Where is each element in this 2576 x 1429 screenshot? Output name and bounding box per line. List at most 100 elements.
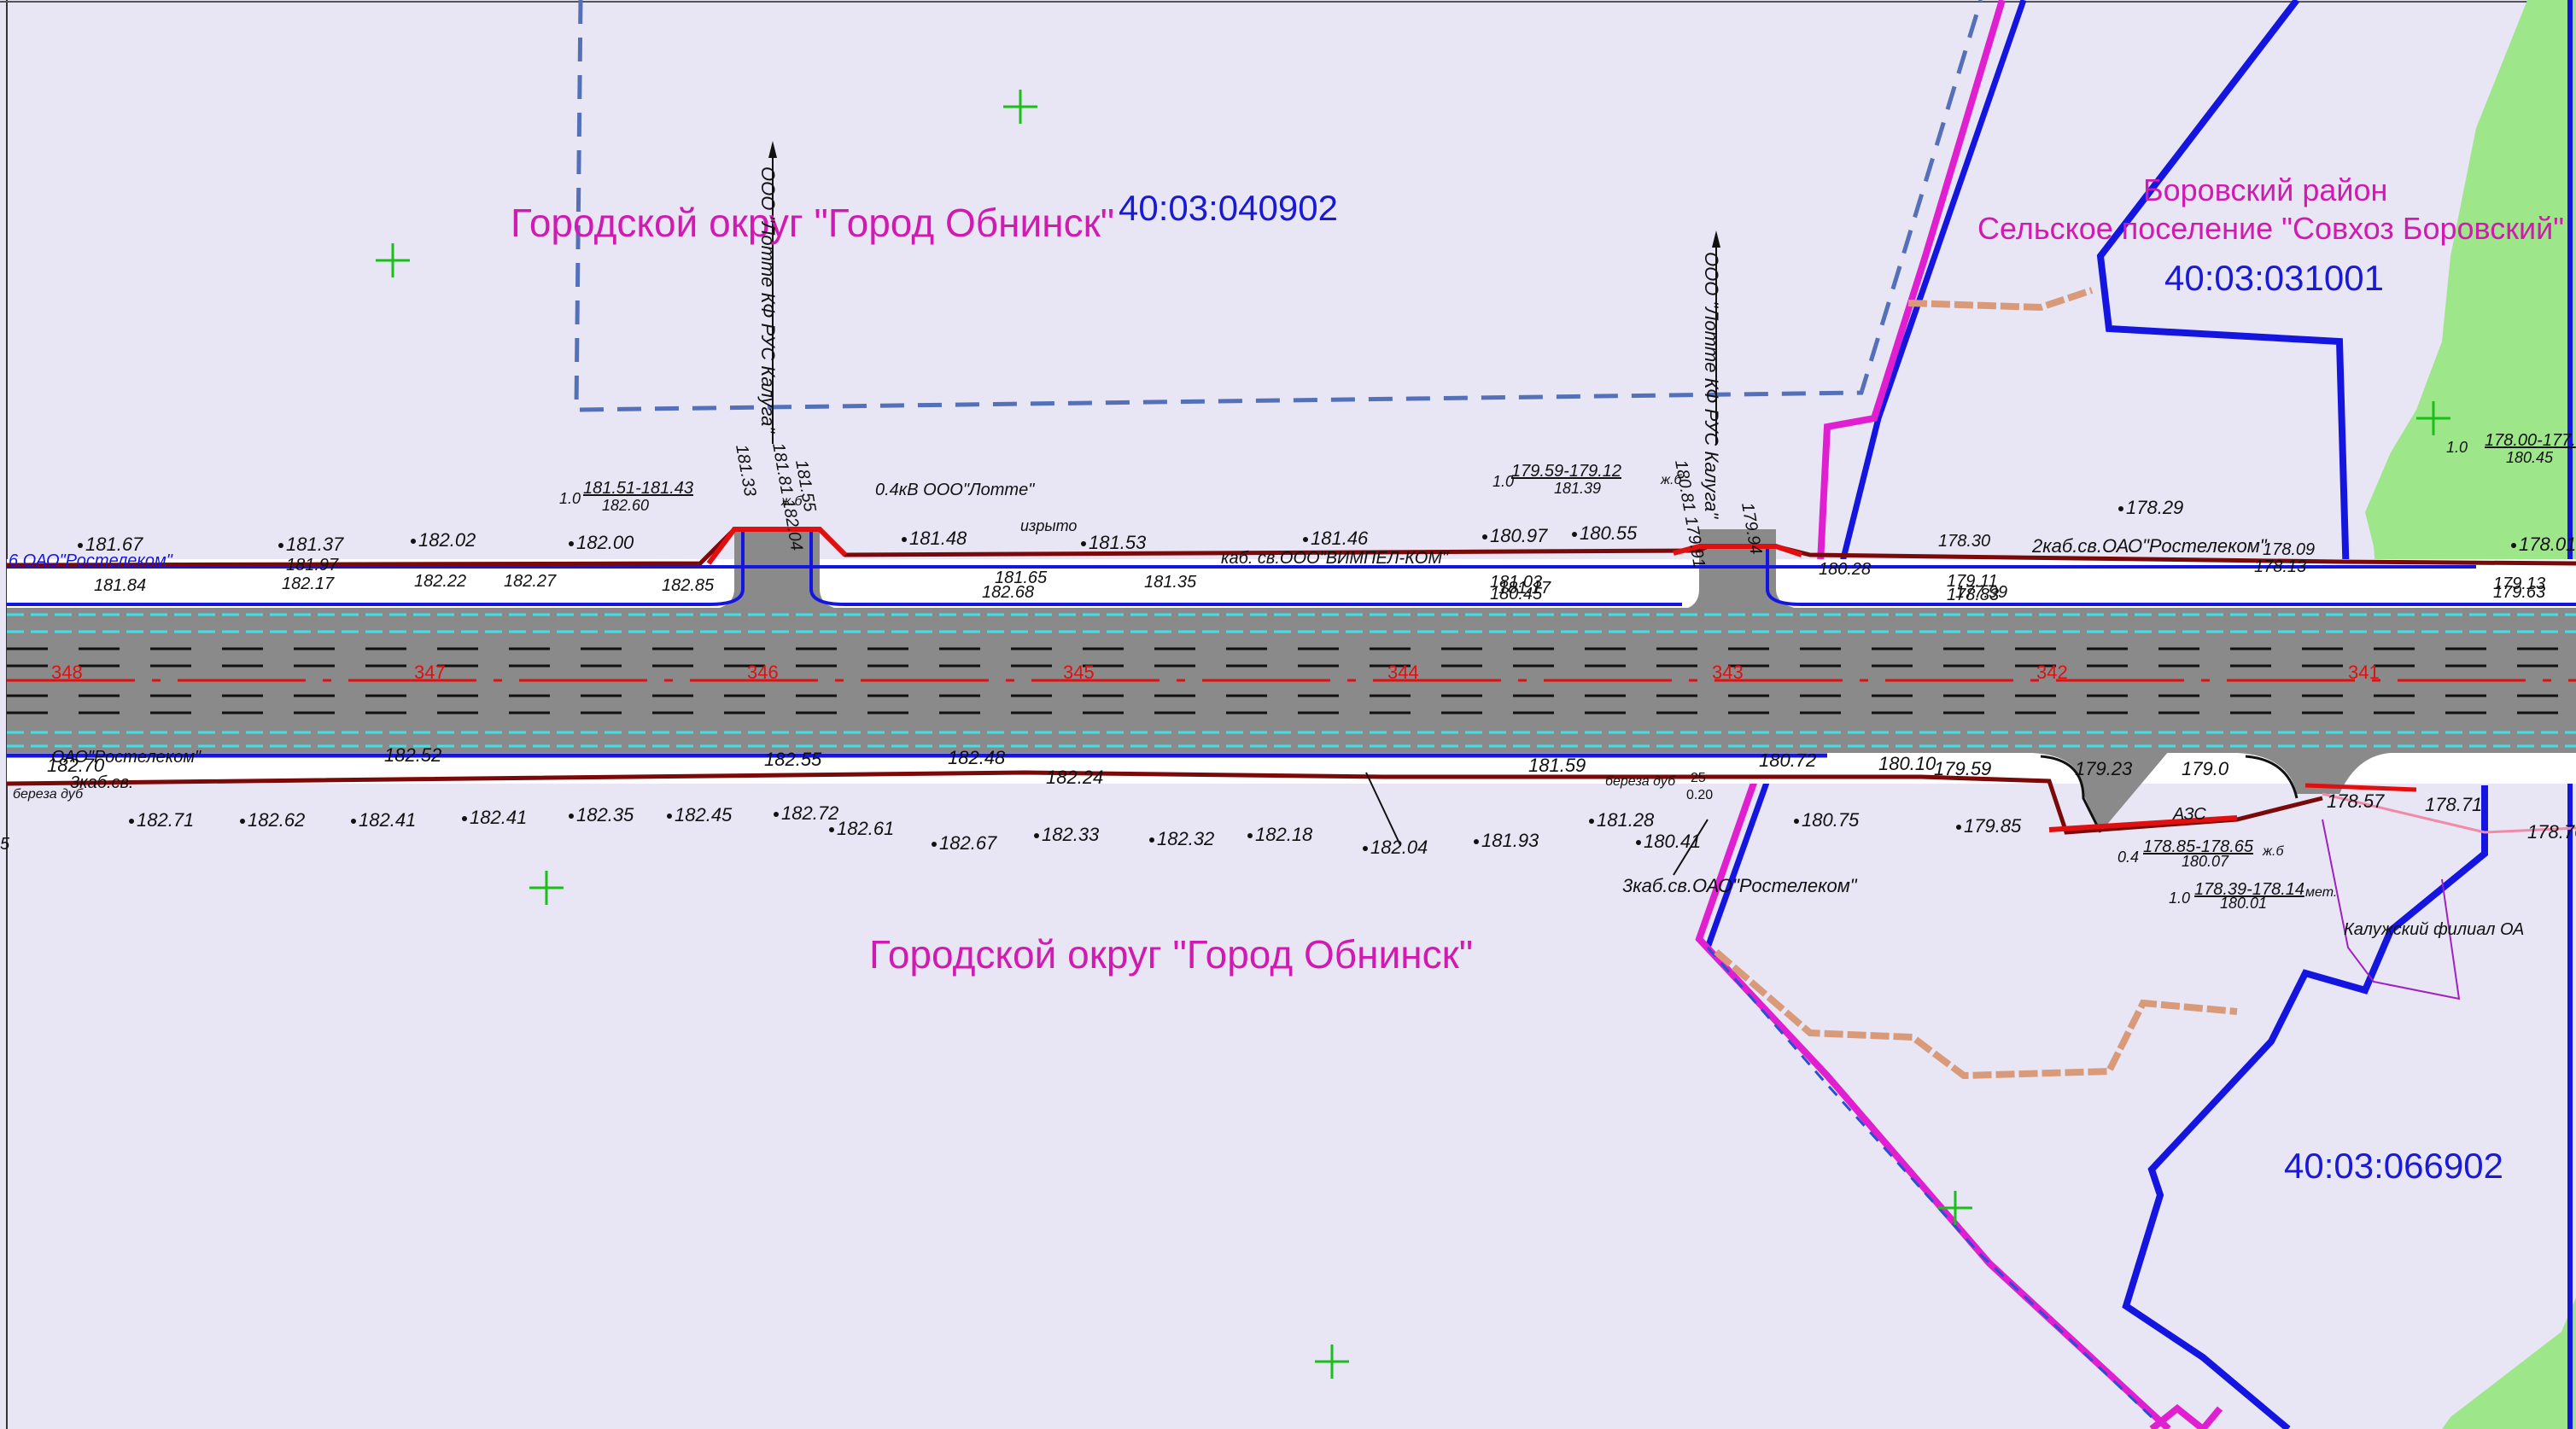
elevation-point	[1474, 839, 1479, 844]
picket-label: 344	[1387, 662, 1419, 683]
elevation-value: 179.59	[1934, 758, 1991, 779]
picket-label: 348	[51, 662, 83, 683]
elevation-point	[569, 814, 574, 819]
elev-range-4-sub: 180.07	[2182, 853, 2229, 870]
junction-lotte-2	[1674, 529, 1819, 610]
elevation-value: 180.45	[1490, 585, 1543, 604]
zh6-label-3: ж.б	[2262, 844, 2284, 859]
kaluga-branch-label: Калужский филиал ОА	[2344, 920, 2524, 939]
cable-3kab-label: 3каб.св.	[70, 773, 134, 792]
elev-range-3-sub: 180.45	[2506, 449, 2554, 466]
elevation-value: 182.04	[1370, 837, 1428, 858]
elevation-value: 180.55	[1580, 522, 1638, 544]
elev-range-3: 178.00-177.	[2485, 431, 2576, 450]
elevation-value: 182.61	[837, 818, 894, 839]
elevation-value: 178.30	[1938, 532, 1990, 551]
elev-prefix-3: 1.0	[2446, 439, 2468, 456]
elevation-value: 180.97	[1490, 525, 1548, 546]
elevation-value: 182.24	[1046, 767, 1103, 788]
lotte-arrow-1-head	[768, 141, 777, 158]
elevation-value: 181.37	[286, 534, 344, 555]
junction-azs-2	[2237, 753, 2391, 794]
elevation-value: 179.11	[1947, 572, 1998, 591]
road-limit-red-highlight-3	[2048, 815, 2238, 832]
elevation-value: 180.28	[1819, 560, 1871, 579]
elevation-value: 179.63	[2493, 583, 2545, 602]
zh6-label-2: ж.б	[1660, 473, 1682, 487]
elevation-value: 182.70	[47, 755, 105, 776]
curb-lotte-1-left	[7, 529, 745, 606]
road-limit-red-highlight-1	[706, 527, 848, 565]
borovsk-district-label: Боровский район	[2143, 172, 2387, 207]
municipal-border-bottom	[2149, 1403, 2223, 1429]
elevation-value: 181.35	[1144, 573, 1197, 592]
elev-range-5: 178.39-178.14	[2194, 880, 2304, 899]
lotte-label-2: ООО "Лотте КФ РУС Калуга"	[1701, 252, 1722, 519]
elevation-value: 178.83	[1947, 586, 1999, 604]
cable-left-bottom-label: ОАО"Ростелеком"	[51, 748, 202, 767]
picket-label: 346	[747, 662, 779, 683]
elevation-value: 182.41	[470, 807, 527, 828]
cadastral-boundary-031001	[2096, 0, 2351, 641]
survey-cross-4	[1315, 1344, 1349, 1379]
elevation-point	[1303, 537, 1308, 542]
elevation-value: 181.97	[286, 556, 339, 575]
elevation-point	[774, 812, 779, 817]
elevation-value: 178.71	[2425, 794, 2482, 815]
lotte-label-1: ООО "Лотте КФ РУС Калуга"	[757, 166, 779, 434]
purple-polygon-right	[2322, 819, 2461, 1000]
picket-label: 342	[2036, 662, 2068, 683]
elevation-value: 181.28	[1597, 809, 1655, 831]
survey-cross-3	[529, 871, 564, 905]
elevation-value: 182.68	[982, 583, 1034, 602]
elevation-value: 182.71	[137, 809, 194, 831]
elevation-point	[129, 819, 134, 824]
elevation-value: 178.01	[2519, 534, 2576, 555]
picket-label: 343	[1712, 662, 1744, 683]
elevation-point	[1482, 534, 1487, 540]
elevation-value: 182.72	[781, 802, 838, 824]
elevation-value: 181.84	[94, 576, 146, 595]
elevation-value: 180.75	[1802, 809, 1860, 831]
picket-label: 345	[1063, 662, 1095, 683]
elevation-point	[902, 537, 907, 542]
picket-label: 341	[2348, 662, 2380, 683]
elevation-point	[78, 543, 83, 548]
parcel-label-031001: 40:03:031001	[2164, 258, 2384, 298]
cable-rostelecom-left-label: 6.ОАО"Ростелеком"	[9, 551, 173, 570]
elevation-point	[1149, 837, 1154, 843]
elev-range-1: 181.51-181.43	[583, 479, 693, 498]
elevation-value: 179.23	[2075, 758, 2133, 779]
zh6-label-1: ж.б	[780, 494, 803, 509]
elevation-value: 179.85	[1964, 815, 2022, 837]
elev-edge-left: 5	[0, 835, 10, 854]
elevation-point	[1081, 541, 1086, 546]
elevation-value: 180.41	[1644, 831, 1701, 852]
tree-label-2: береза дуб	[1605, 774, 1676, 789]
met-label: мет.	[2305, 885, 2337, 900]
elevation-point	[1363, 846, 1368, 851]
elevation-value: 182.48	[948, 747, 1006, 768]
picket-label: 347	[414, 662, 446, 683]
parcel-label-040902: 40:03:040902	[1119, 188, 1338, 228]
elevation-value: 181.93	[1481, 830, 1539, 851]
elevation-value: 182.45	[675, 804, 733, 825]
elevation-value: 182.00	[576, 532, 634, 553]
elevation-value: 180.10	[1878, 753, 1936, 774]
survey-cross-5	[1938, 1191, 1972, 1225]
elevation-value: 179.0	[2182, 758, 2229, 779]
survey-cross-2	[376, 243, 410, 277]
elevation-point	[932, 842, 937, 847]
elevation-value: 181.65	[995, 569, 1048, 587]
road-limit-red-highlight-2	[1673, 544, 1802, 557]
elevation-value: 181.67	[85, 534, 143, 555]
elevation-value: 181.03	[1490, 573, 1542, 592]
parcel-boundary-dashed	[574, 0, 1983, 412]
elevation-value: 178.57	[2327, 790, 2385, 812]
elevation-value: 182.33	[1042, 824, 1100, 845]
gas-pipeline-bottom	[1714, 948, 2238, 1080]
